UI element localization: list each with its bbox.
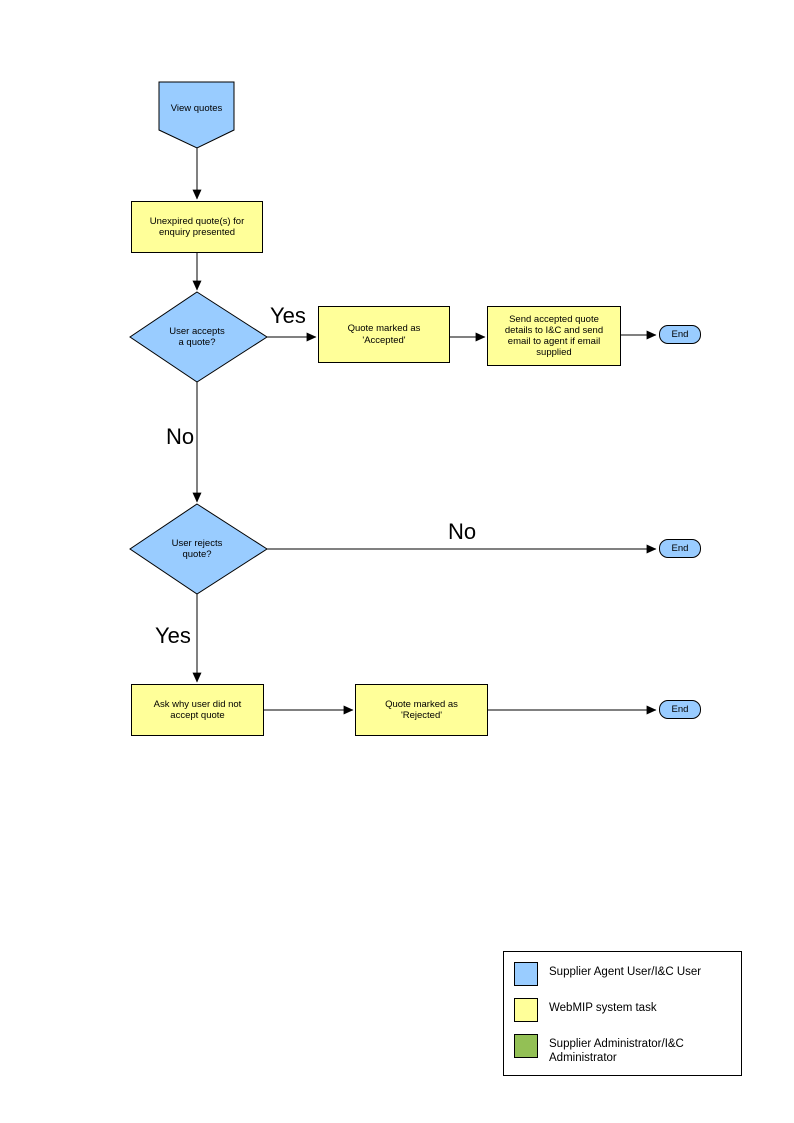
- terminator-node-end-rejected[interactable]: End: [659, 700, 701, 719]
- legend-swatch-supplier-agent-user: [514, 962, 538, 986]
- legend: Supplier Agent User/I&C User WebMIP syst…: [503, 951, 742, 1076]
- branch-label-accept-no: No: [166, 424, 195, 449]
- process-text-line-1: Send accepted quote: [509, 313, 599, 325]
- process-node-unexpired-quotes[interactable]: Unexpired quote(s) for enquiry presented: [131, 201, 263, 253]
- process-text-line-3: email to agent if email: [507, 336, 601, 347]
- process-node-quote-accepted[interactable]: Quote marked as 'Accepted': [318, 306, 450, 363]
- legend-label: Supplier Agent User/I&C User: [549, 966, 702, 978]
- start-shape-view-quotes: [158, 81, 235, 149]
- process-text-line-2: 'Rejected': [400, 710, 443, 721]
- terminator-node-end-no-reject[interactable]: End: [659, 539, 701, 558]
- decision-shape-user-accepts: [129, 291, 268, 383]
- process-text-line-2: accept quote: [170, 710, 225, 721]
- process-node-send-accepted-details[interactable]: Send accepted quote details to I&C and s…: [487, 306, 621, 366]
- branch-label-reject-no: No: [448, 519, 477, 544]
- branch-label-accept-yes: Yes: [270, 303, 306, 328]
- process-text-line-1: Ask why user did not: [153, 698, 242, 710]
- legend-label: Supplier Administrator/I&C Administrator: [549, 1038, 684, 1065]
- legend-item: Supplier Agent User/I&C User: [514, 962, 741, 986]
- terminator-node-end-accepted[interactable]: End: [659, 325, 701, 344]
- branch-label-reject-yes: Yes: [155, 623, 191, 648]
- process-text-line-2: enquiry presented: [158, 227, 236, 238]
- process-node-quote-rejected[interactable]: Quote marked as 'Rejected': [355, 684, 488, 736]
- process-node-ask-why[interactable]: Ask why user did not accept quote: [131, 684, 264, 736]
- legend-swatch-supplier-administrator: [514, 1034, 538, 1058]
- process-text-line-2: 'Accepted': [362, 334, 406, 346]
- decision-shape-user-rejects: [129, 503, 268, 595]
- process-text-line-1: Unexpired quote(s) for: [149, 215, 245, 227]
- legend-label: WebMIP system task: [549, 1002, 657, 1014]
- process-text-line-1: Quote marked as: [385, 698, 458, 710]
- process-text-line-4: supplied: [536, 347, 572, 359]
- legend-item: WebMIP system task: [514, 998, 741, 1022]
- legend-item: Supplier Administrator/I&C Administrator: [514, 1034, 741, 1066]
- legend-swatch-webmip-system-task: [514, 998, 538, 1022]
- process-text-line-1: Quote marked as: [347, 323, 421, 335]
- process-text-line-2: details to I&C and send: [504, 324, 604, 336]
